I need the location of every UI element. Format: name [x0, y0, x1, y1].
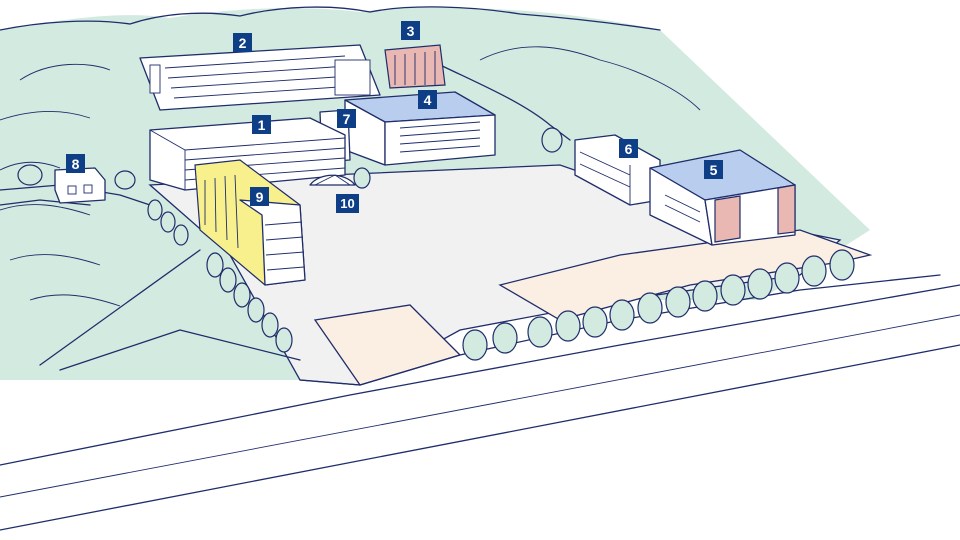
marker-8[interactable]: 8: [66, 154, 85, 173]
hill-ridge-inner: [0, 46, 701, 121]
tree-row-west: [147, 199, 293, 353]
building-5-structure: [649, 149, 796, 246]
structure-10: [309, 174, 356, 186]
marker-2[interactable]: 2: [233, 33, 252, 52]
building-9-structure: [194, 159, 306, 286]
main-road-top: [0, 284, 960, 466]
building-3-structure: [384, 44, 446, 89]
marker-3[interactable]: 3: [401, 21, 420, 40]
marker-9[interactable]: 9: [250, 187, 269, 206]
trees-misc: [17, 127, 563, 190]
road-center-line: [0, 314, 960, 498]
tree-row-south: [462, 249, 855, 361]
marker-7[interactable]: 7: [337, 109, 356, 128]
north-road: [429, 59, 571, 141]
hill-ridge-outline: [0, 6, 661, 31]
marker-5[interactable]: 5: [704, 160, 723, 179]
sports-field-right: [498, 229, 873, 321]
marker-4[interactable]: 4: [418, 90, 437, 109]
marker-6[interactable]: 6: [619, 139, 638, 158]
left-tree-clusters: [0, 161, 121, 307]
building-6-structure: [574, 134, 661, 206]
marker-10[interactable]: 10: [336, 194, 359, 213]
building-2-structure: [139, 44, 381, 111]
main-road-bottom: [0, 344, 960, 531]
building-8-structure: [54, 167, 106, 204]
left-paths: [39, 249, 301, 371]
marker-1[interactable]: 1: [252, 115, 271, 134]
